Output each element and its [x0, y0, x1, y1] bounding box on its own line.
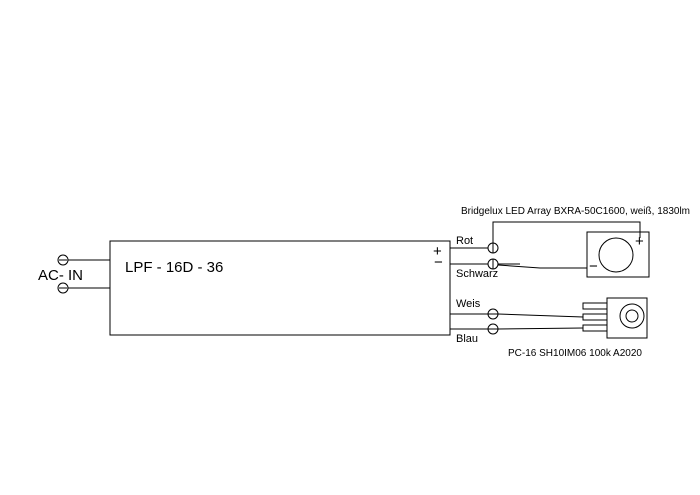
driver-box: [109, 240, 451, 336]
driver-label: LPF - 16D - 36: [125, 259, 223, 276]
led-array-box: [586, 231, 650, 278]
led-wires: [492, 221, 641, 269]
pot-pin-top: [582, 302, 608, 310]
pot-body: [606, 297, 648, 339]
wire-label-schwarz: Schwarz: [456, 268, 498, 280]
ac-input-label: AC- IN: [38, 267, 83, 284]
ac-input-terminals: [57, 254, 110, 294]
pot-knob-inner: [625, 309, 639, 323]
pot-label: PC-16 SH10IM06 100k A2020: [508, 348, 642, 359]
pot-wires: [497, 313, 584, 330]
driver-plus-label: +: [433, 243, 442, 260]
led-plus-label: +: [635, 233, 644, 250]
led-label: Bridgelux LED Array BXRA-50C1600, weiß, …: [461, 206, 690, 217]
pot-knob-outer: [619, 303, 645, 329]
wire-label-blau: Blau: [456, 333, 478, 345]
output-wires: [450, 247, 488, 330]
output-terminals: [487, 242, 499, 335]
pot-pin-middle: [582, 313, 608, 321]
led-emitter-circle: [598, 237, 634, 273]
wire-label-weis: Weis: [456, 298, 481, 310]
led-minus-label: −: [589, 258, 598, 275]
wire-label-rot: Rot: [456, 235, 473, 247]
pot-pin-bottom: [582, 324, 608, 332]
driver-minus-label: −: [434, 254, 443, 271]
